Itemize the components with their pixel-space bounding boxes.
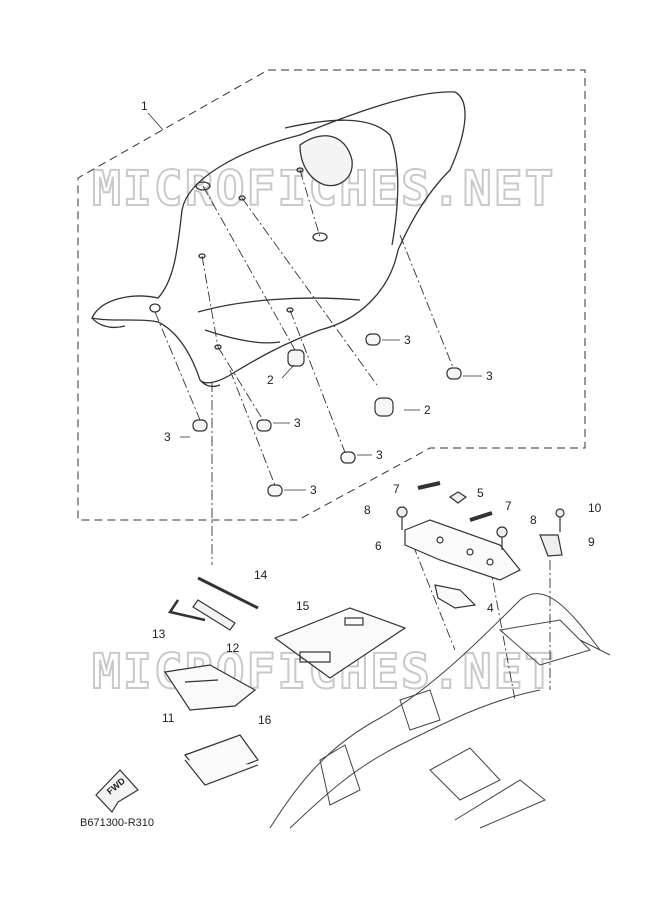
callout-5[interactable]: 5 xyxy=(477,486,484,500)
seat-assembly-boundary xyxy=(77,69,586,521)
damper-3b[interactable] xyxy=(446,367,462,380)
callout-3c[interactable]: 3 xyxy=(164,430,171,444)
callout-10[interactable]: 10 xyxy=(588,501,602,515)
callout-8a[interactable]: 8 xyxy=(364,503,371,517)
documents[interactable] xyxy=(163,607,407,786)
callout-3e[interactable]: 3 xyxy=(376,448,383,462)
callout-leaders xyxy=(147,112,482,491)
damper-2b[interactable] xyxy=(374,397,394,417)
damper-3c[interactable] xyxy=(192,419,208,432)
callout-3f[interactable]: 3 xyxy=(310,483,317,497)
callout-9[interactable]: 9 xyxy=(588,535,595,549)
callout-13[interactable]: 13 xyxy=(152,627,166,641)
seat-assembly[interactable] xyxy=(91,91,466,387)
callout-2a[interactable]: 2 xyxy=(267,373,274,387)
callout-12[interactable]: 12 xyxy=(226,641,240,655)
callout-6[interactable]: 6 xyxy=(375,539,382,553)
callout-4[interactable]: 4 xyxy=(487,601,494,615)
damper-3a[interactable] xyxy=(365,333,381,346)
part-number-labels: 1 2 2 3 3 3 3 3 3 4 5 6 7 7 8 8 9 10 11 … xyxy=(141,99,602,727)
callout-3b[interactable]: 3 xyxy=(486,369,493,383)
callout-11[interactable]: 11 xyxy=(162,711,175,725)
damper-2a[interactable] xyxy=(287,349,305,367)
fwd-arrow-icon: FWD xyxy=(95,769,139,813)
callout-15[interactable]: 15 xyxy=(296,599,310,613)
damper-3e[interactable] xyxy=(340,451,356,464)
callout-14[interactable]: 14 xyxy=(254,568,268,582)
frame-reference xyxy=(269,593,611,829)
callout-3d[interactable]: 3 xyxy=(294,416,301,430)
callout-2b[interactable]: 2 xyxy=(424,403,431,417)
callout-7a[interactable]: 7 xyxy=(393,482,400,496)
seat-lock-bracket[interactable] xyxy=(396,481,565,609)
callout-8b[interactable]: 8 xyxy=(530,513,537,527)
callout-16[interactable]: 16 xyxy=(258,713,272,727)
callout-1[interactable]: 1 xyxy=(141,99,148,113)
diagram-code: B671300-R310 xyxy=(80,817,154,829)
grommet-parts[interactable] xyxy=(192,333,462,497)
callout-7b[interactable]: 7 xyxy=(505,499,512,513)
damper-3f[interactable] xyxy=(267,484,283,497)
damper-3d[interactable] xyxy=(256,419,272,432)
callout-3a[interactable]: 3 xyxy=(404,333,411,347)
leader-lines xyxy=(154,169,551,701)
tool-kit[interactable] xyxy=(167,576,259,631)
